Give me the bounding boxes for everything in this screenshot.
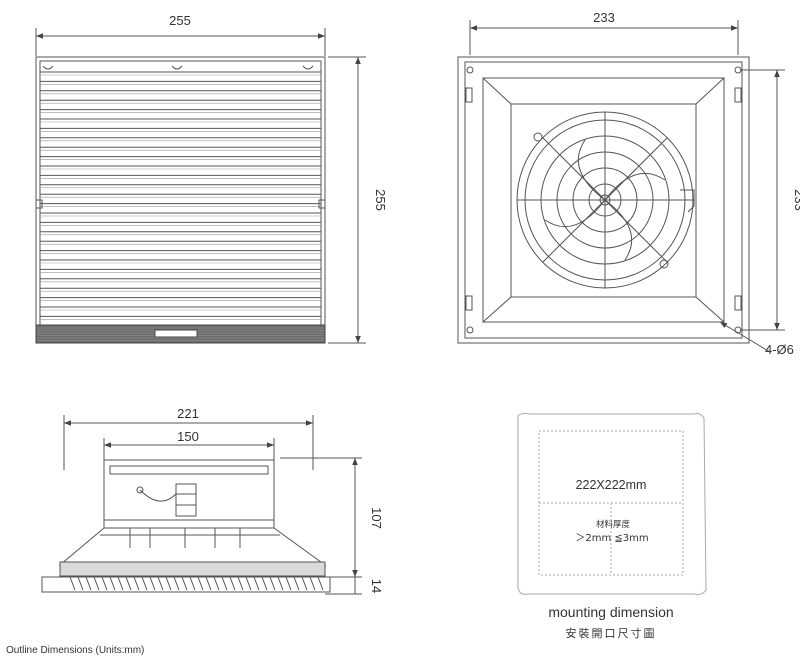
- louver-skirt: [58, 527, 327, 566]
- thickness-label: ＞2mm ≦3mm: [575, 533, 648, 544]
- fan-guard: [516, 111, 695, 289]
- base-fin: [173, 576, 180, 591]
- band-slot: [154, 329, 198, 338]
- side-outer-width-label: 221: [177, 406, 199, 421]
- base-fin: [165, 576, 172, 591]
- hole-label: 4-Ø6: [765, 342, 794, 357]
- base-fin: [189, 576, 196, 591]
- base-fin: [109, 576, 116, 591]
- terminal-block: [175, 483, 197, 517]
- base-flange: [41, 576, 331, 593]
- side-clip: [318, 199, 325, 209]
- mount-hole: [466, 326, 474, 334]
- side-inner-width-label: 150: [177, 429, 199, 444]
- base-fin: [141, 576, 148, 591]
- base-fin: [197, 576, 204, 591]
- rear-frame: [457, 56, 750, 344]
- rear-view: [457, 20, 785, 353]
- mounting-title: mounting dimension: [548, 604, 673, 620]
- footer-caption: Outline Dimensions (Units:mm): [6, 645, 144, 656]
- base-fin: [93, 576, 100, 591]
- base-fin: [245, 576, 252, 591]
- front-view: [35, 28, 366, 344]
- base-fin: [237, 576, 244, 591]
- cutout-size-label: 222X222mm: [576, 478, 647, 492]
- mounting-panel: [517, 412, 707, 595]
- louver-slats: [40, 71, 321, 320]
- base-fin: [157, 576, 164, 591]
- base-fin: [69, 576, 76, 591]
- guard-screw: [659, 259, 669, 269]
- base-fin: [205, 576, 212, 591]
- base-fin: [221, 576, 228, 591]
- mount-hole: [466, 66, 474, 74]
- base-fin: [229, 576, 236, 591]
- front-height-label: 255: [373, 189, 388, 211]
- base-fin: [253, 576, 260, 591]
- rear-height-label: 233: [792, 189, 800, 211]
- base-fin: [133, 576, 140, 591]
- clip-notch: [171, 65, 183, 70]
- base-fin: [285, 576, 292, 591]
- base-fin: [309, 576, 316, 591]
- base-fin: [117, 576, 124, 591]
- base-fin: [261, 576, 268, 591]
- base-fin: [277, 576, 284, 591]
- base-fin: [317, 576, 324, 591]
- base-fin: [213, 576, 220, 591]
- base-fin: [85, 576, 92, 591]
- base-fin: [101, 576, 108, 591]
- side-clip: [36, 199, 43, 209]
- base-fin: [181, 576, 188, 591]
- rear-width-label: 233: [593, 10, 615, 25]
- guard-screw: [533, 132, 543, 142]
- clip-notch: [42, 65, 54, 70]
- base-fin: [301, 576, 308, 591]
- side-height-label: 107: [369, 507, 384, 529]
- side-view: [41, 415, 362, 595]
- panel-outline: [517, 412, 707, 595]
- base-fin: [293, 576, 300, 591]
- filter-foam: [59, 561, 326, 577]
- front-width-label: 255: [169, 13, 191, 28]
- material-label: 材料厚度: [596, 519, 631, 530]
- fan-housing: [510, 103, 697, 298]
- cable-gland: [680, 189, 695, 213]
- base-fin: [77, 576, 84, 591]
- hole-leader: [719, 321, 771, 353]
- side-base-label: 14: [369, 579, 384, 593]
- base-fin: [269, 576, 276, 591]
- mount-hole: [734, 66, 742, 74]
- mounting-title-cn: 安裝開口尺寸圖: [566, 626, 657, 640]
- clip-notch: [302, 65, 314, 70]
- base-fin: [125, 576, 132, 591]
- base-fin: [149, 576, 156, 591]
